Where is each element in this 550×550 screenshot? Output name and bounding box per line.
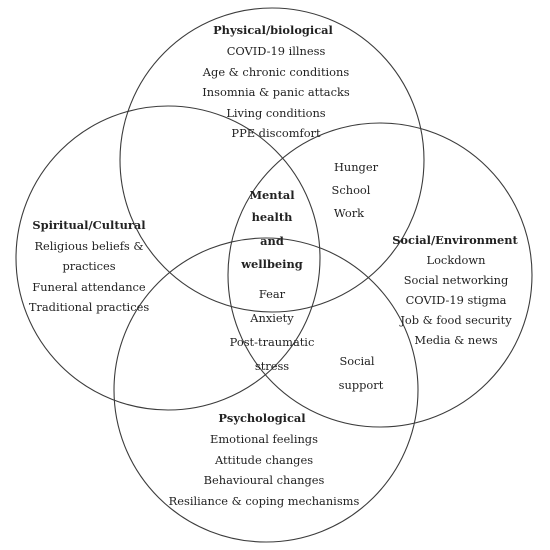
overlap-item: support [339, 378, 384, 392]
physical-item: COVID-19 illness [227, 44, 326, 58]
spiritual-heading: Spiritual/Cultural [32, 218, 146, 232]
overlap-item: School [332, 183, 371, 197]
overlap-item: Social [339, 354, 374, 368]
psychological-circle [113, 237, 419, 543]
overlap-item: Work [334, 206, 364, 220]
overlap-item: Hunger [334, 160, 379, 174]
social-item: COVID-19 stigma [406, 293, 507, 307]
overlap-item: Post-traumatic [230, 335, 315, 349]
physical-item: Living conditions [226, 106, 325, 120]
social-item: Lockdown [427, 253, 487, 267]
center-label: and [260, 234, 284, 248]
overlap-item: stress [255, 359, 289, 373]
spiritual-circle [15, 105, 321, 411]
social-heading: Social/Environment [392, 233, 518, 247]
psychological-item: Resiliance & coping mechanisms [169, 494, 360, 508]
social-item: Media & news [414, 333, 497, 347]
overlap-item: Anxiety [249, 311, 294, 325]
psychological-heading: Psychological [218, 411, 306, 425]
psychological-item: Attitude changes [214, 453, 313, 467]
social-item: Social networking [404, 273, 509, 287]
spiritual-item: practices [62, 259, 115, 273]
spiritual-item: Traditional practices [29, 300, 149, 314]
physical-item: PPE discomfort [231, 126, 321, 140]
psychological-item: Behavioural changes [204, 473, 325, 487]
social-item: Job & food security [399, 313, 512, 327]
center-label: health [252, 210, 293, 224]
physical-circle [119, 7, 425, 313]
spiritual-item: Religious beliefs & [34, 239, 143, 253]
psychological-item: Emotional feelings [210, 432, 318, 446]
center-label: Mental [249, 188, 295, 202]
physical-item: Age & chronic conditions [202, 65, 350, 79]
physical-item: Insomnia & panic attacks [202, 85, 350, 99]
center-label: wellbeing [240, 257, 303, 271]
physical-heading: Physical/biological [213, 23, 333, 37]
spiritual-item: Funeral attendance [32, 280, 146, 294]
social-circle [227, 122, 533, 428]
overlap-item: Fear [259, 287, 286, 301]
